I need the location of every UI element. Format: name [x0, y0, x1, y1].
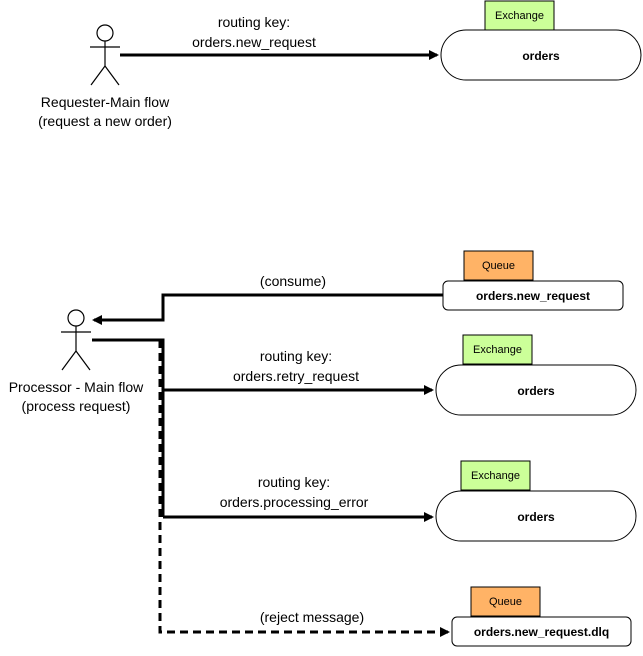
edge-reject-message-line: [158, 340, 450, 637]
queue-tag-label: Queue: [489, 596, 522, 608]
requester-label-line1: Requester-Main flow: [41, 94, 170, 110]
edge-processing-error-label-line1: routing key:: [258, 474, 330, 490]
edge-consume-label: (consume): [260, 273, 326, 289]
exchange-orders-top[interactable]: Exchange orders: [440, 0, 642, 81]
queue-label: orders.new_request: [476, 289, 590, 303]
processor-label-line2: (process request): [22, 398, 131, 414]
exchange-label: orders: [522, 49, 560, 63]
exchange-label: orders: [517, 384, 555, 398]
processor-label-line1: Processor - Main flow: [9, 379, 144, 395]
exchange-orders-retry[interactable]: Exchange orders: [435, 334, 637, 416]
edge-retry-request-label-line1: routing key:: [260, 348, 332, 364]
exchange-tag: [462, 334, 533, 365]
requester-person-icon: [90, 24, 120, 86]
exchange-tag: [484, 0, 555, 31]
queue-label: orders.new_request.dlq: [474, 625, 609, 639]
queue-box: [451, 616, 632, 647]
requester-actor: Requester-Main flow (request a new order…: [38, 24, 172, 129]
edge-processing-error: routing key: orders.processing_error: [163, 474, 434, 522]
requester-label-line2: (request a new order): [38, 113, 172, 129]
exchange-orders-error[interactable]: Exchange orders: [435, 460, 637, 542]
edge-new-request-label-line2: orders.new_request: [192, 34, 316, 50]
edge-consume: (consume): [92, 273, 443, 325]
edge-reject-message: (reject message): [158, 340, 450, 637]
exchange-label: orders: [517, 510, 555, 524]
processor-trunk-line: [92, 338, 165, 517]
edge-retry-request: routing key: orders.retry_request: [163, 348, 434, 395]
edge-new-request-label-line1: routing key:: [218, 14, 290, 30]
edge-retry-request-label-line2: orders.retry_request: [233, 368, 359, 384]
queue-tag: [470, 586, 541, 617]
queue-tag: [463, 250, 534, 281]
processor-person-icon: [61, 309, 91, 371]
edge-reject-message-label: (reject message): [260, 609, 364, 625]
edge-processing-error-label-line2: orders.processing_error: [220, 494, 369, 510]
exchange-tag-label: Exchange: [471, 470, 520, 482]
edge-new-request: routing key: orders.new_request: [120, 14, 439, 60]
edge-consume-line: [92, 293, 443, 325]
queue-tag-label: Queue: [482, 260, 515, 272]
exchange-tag-label: Exchange: [495, 10, 544, 22]
queue-box: [442, 280, 624, 311]
exchange-box: [440, 29, 642, 81]
queue-orders-dlq[interactable]: Queue orders.new_request.dlq: [451, 586, 632, 647]
exchange-box: [435, 490, 637, 542]
processor-actor: Processor - Main flow (process request): [9, 309, 144, 414]
queue-orders-new-request[interactable]: Queue orders.new_request: [442, 250, 624, 311]
exchange-tag-label: Exchange: [473, 344, 522, 356]
exchange-box: [435, 364, 637, 416]
exchange-tag: [460, 460, 531, 491]
